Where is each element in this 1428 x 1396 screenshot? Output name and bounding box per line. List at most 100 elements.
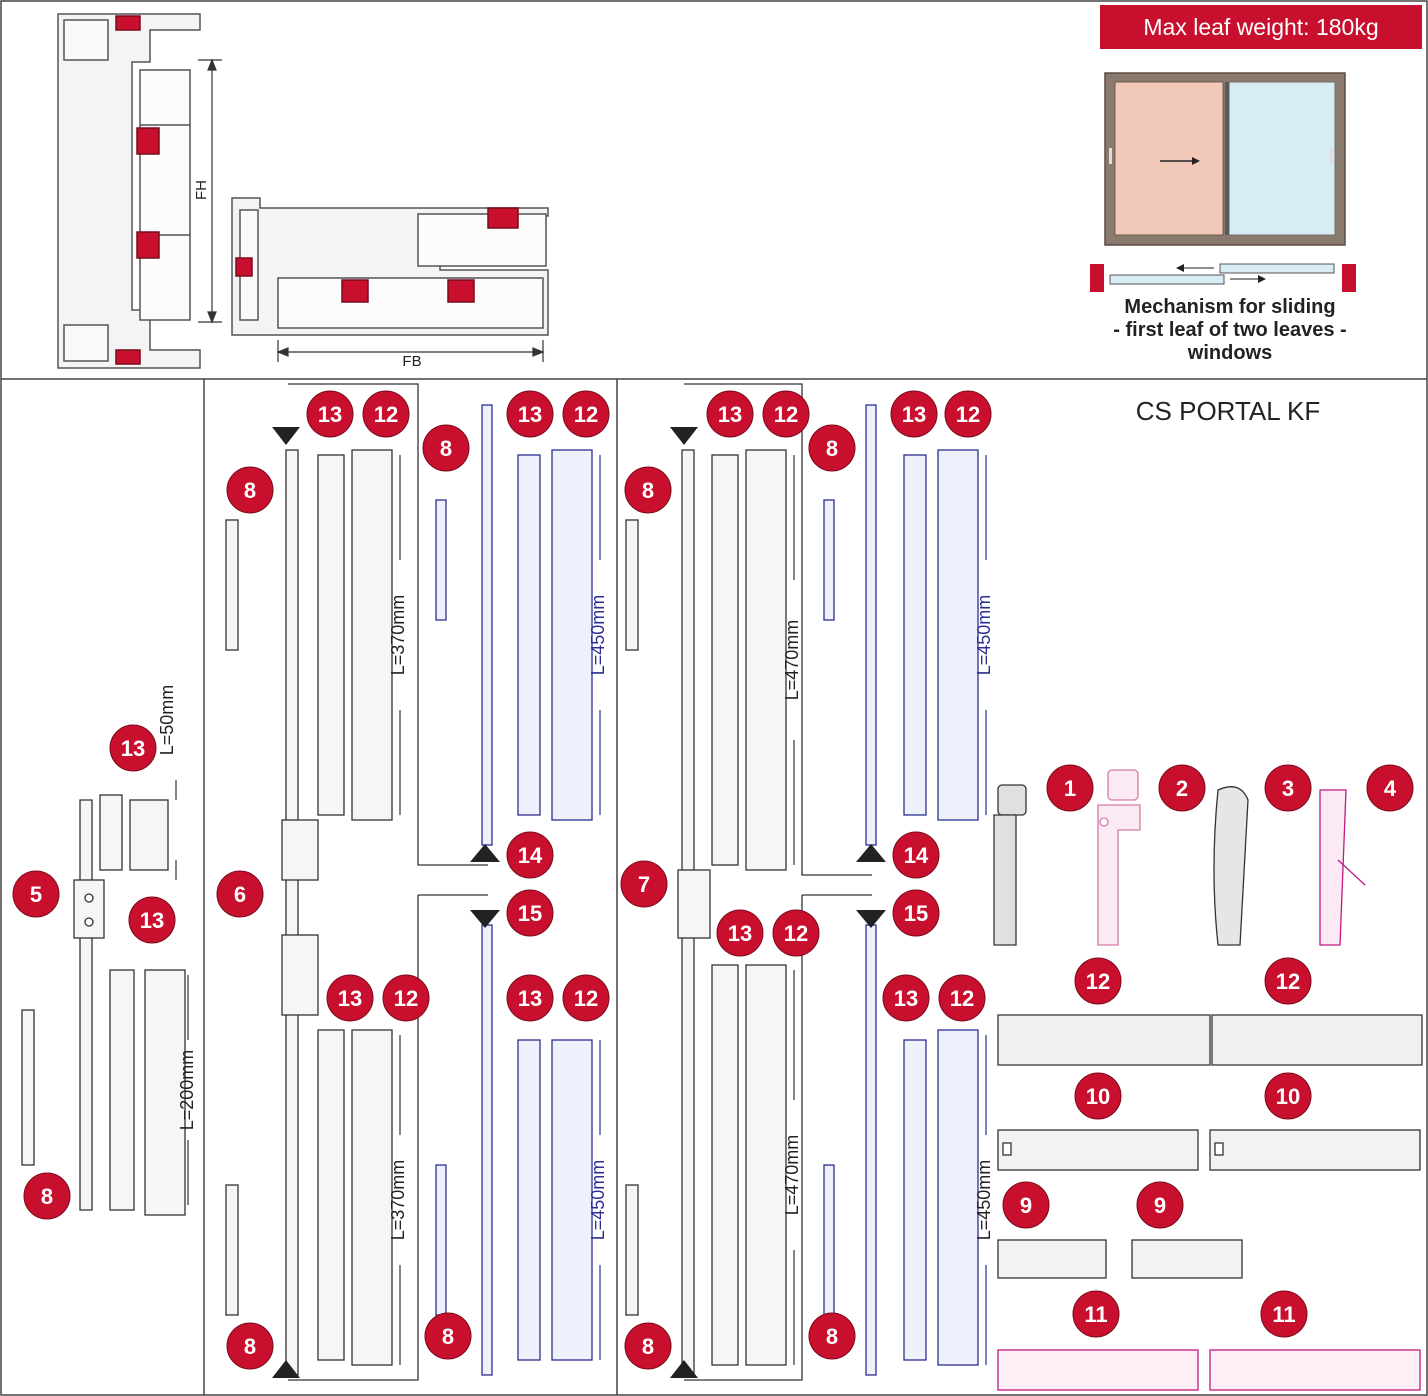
badge-14: 14 <box>506 831 554 879</box>
badge-13: 13 <box>716 909 764 957</box>
svg-text:5: 5 <box>30 882 42 907</box>
badge-8: 8 <box>624 1322 672 1370</box>
badge-12: 12 <box>938 974 986 1022</box>
l200-label: L=200mm <box>177 1050 197 1131</box>
badge-12: 12 <box>562 974 610 1022</box>
badge-8: 8 <box>422 424 470 472</box>
svg-text:13: 13 <box>318 402 342 427</box>
badge-8: 8 <box>226 466 274 514</box>
badge-4: 4 <box>1366 764 1414 812</box>
window-illustration <box>1104 72 1346 246</box>
badge-13: 13 <box>128 896 176 944</box>
svg-text:13: 13 <box>718 402 742 427</box>
max-leaf-weight-banner: Max leaf weight: 180kg <box>1100 5 1422 49</box>
part-12-left <box>997 1014 1211 1066</box>
badge-5: 5 <box>12 870 60 918</box>
handle-2 <box>1097 769 1141 946</box>
mechanism-caption-line-2: - first leaf of two leaves - <box>1113 319 1347 341</box>
l450-label-col3-upper: L=450mm <box>974 595 994 676</box>
handle-4 <box>1319 789 1366 946</box>
badge-8: 8 <box>808 424 856 472</box>
svg-text:12: 12 <box>1276 969 1300 994</box>
fb-dimension <box>276 340 545 362</box>
arrow-15-col3 <box>856 910 886 928</box>
assembly-7 <box>625 383 872 1381</box>
svg-text:11: 11 <box>1084 1302 1107 1327</box>
part-badges: 13 12 8 13 12 8 13 12 8 13 12 8 13 5 13 … <box>12 390 1414 1370</box>
badge-12: 12 <box>362 390 410 438</box>
arrow-bottom-col3 <box>670 1360 698 1378</box>
svg-text:10: 10 <box>1276 1084 1300 1109</box>
handle-1 <box>993 784 1027 946</box>
l370-label-upper: L=370mm <box>388 595 408 676</box>
svg-text:14: 14 <box>518 843 543 868</box>
svg-text:1: 1 <box>1064 776 1076 801</box>
svg-text:15: 15 <box>518 901 542 926</box>
arrow-bottom-col2 <box>272 1360 300 1378</box>
mechanism-caption-line-3: windows <box>1187 342 1273 364</box>
svg-text:8: 8 <box>826 1324 838 1349</box>
badge-13: 13 <box>326 974 374 1022</box>
svg-text:4: 4 <box>1384 776 1397 801</box>
profile-section-horizontal <box>231 197 549 336</box>
badge-12: 12 <box>762 390 810 438</box>
assembly-7-blue <box>823 404 979 1376</box>
badge-12: 12 <box>1074 957 1122 1005</box>
fb-label: FB <box>402 353 421 370</box>
svg-text:12: 12 <box>950 986 974 1011</box>
svg-text:8: 8 <box>41 1184 53 1209</box>
arrow-14-col2 <box>470 844 500 862</box>
svg-text:13: 13 <box>140 908 164 933</box>
badge-12: 12 <box>562 390 610 438</box>
system-name: CS PORTAL KF <box>1135 396 1321 426</box>
svg-text:12: 12 <box>1086 969 1110 994</box>
part-11-left <box>997 1349 1199 1391</box>
badge-8: 8 <box>424 1312 472 1360</box>
mechanism-caption-line-1: Mechanism for sliding <box>1124 296 1336 318</box>
badge-9: 9 <box>1002 1181 1050 1229</box>
badge-13: 13 <box>109 724 157 772</box>
sliding-schematic <box>1090 263 1356 292</box>
svg-text:13: 13 <box>518 986 542 1011</box>
svg-text:8: 8 <box>244 478 256 503</box>
arrow-15-col2 <box>470 910 500 928</box>
svg-text:6: 6 <box>234 882 246 907</box>
badge-12: 12 <box>1264 957 1312 1005</box>
arrow-14-col3 <box>856 844 886 862</box>
part-9-right <box>1131 1239 1243 1279</box>
svg-text:8: 8 <box>442 1324 454 1349</box>
svg-text:10: 10 <box>1086 1084 1110 1109</box>
svg-text:13: 13 <box>338 986 362 1011</box>
badge-11: 11 <box>1260 1290 1308 1338</box>
svg-text:12: 12 <box>956 402 980 427</box>
svg-text:9: 9 <box>1154 1193 1166 1218</box>
svg-text:13: 13 <box>518 402 542 427</box>
badge-13: 13 <box>882 974 930 1022</box>
badge-12: 12 <box>772 909 820 957</box>
arrow-top-col3 <box>670 427 698 445</box>
svg-text:14: 14 <box>904 843 929 868</box>
l450-label-col2-upper: L=450mm <box>588 595 608 676</box>
badge-13: 13 <box>306 390 354 438</box>
svg-text:15: 15 <box>904 901 928 926</box>
handle-3 <box>1213 786 1249 946</box>
part-11-right <box>1209 1349 1421 1391</box>
badge-11: 11 <box>1072 1290 1120 1338</box>
l450-label-col2-lower: L=450mm <box>588 1160 608 1241</box>
svg-text:13: 13 <box>902 402 926 427</box>
arrow-top-col2 <box>272 427 300 445</box>
svg-text:12: 12 <box>574 402 598 427</box>
badge-6: 6 <box>216 870 264 918</box>
svg-text:12: 12 <box>374 402 398 427</box>
svg-text:8: 8 <box>440 436 452 461</box>
badge-7: 7 <box>620 860 668 908</box>
part-10-left <box>997 1129 1199 1171</box>
l450-label-col3-lower: L=450mm <box>974 1160 994 1241</box>
l470-label-upper: L=470mm <box>782 620 802 701</box>
l470-label-lower: L=470mm <box>782 1135 802 1216</box>
assembly-6 <box>225 383 488 1381</box>
badge-2: 2 <box>1158 764 1206 812</box>
svg-text:7: 7 <box>638 872 650 897</box>
assembly-5 <box>21 794 186 1216</box>
